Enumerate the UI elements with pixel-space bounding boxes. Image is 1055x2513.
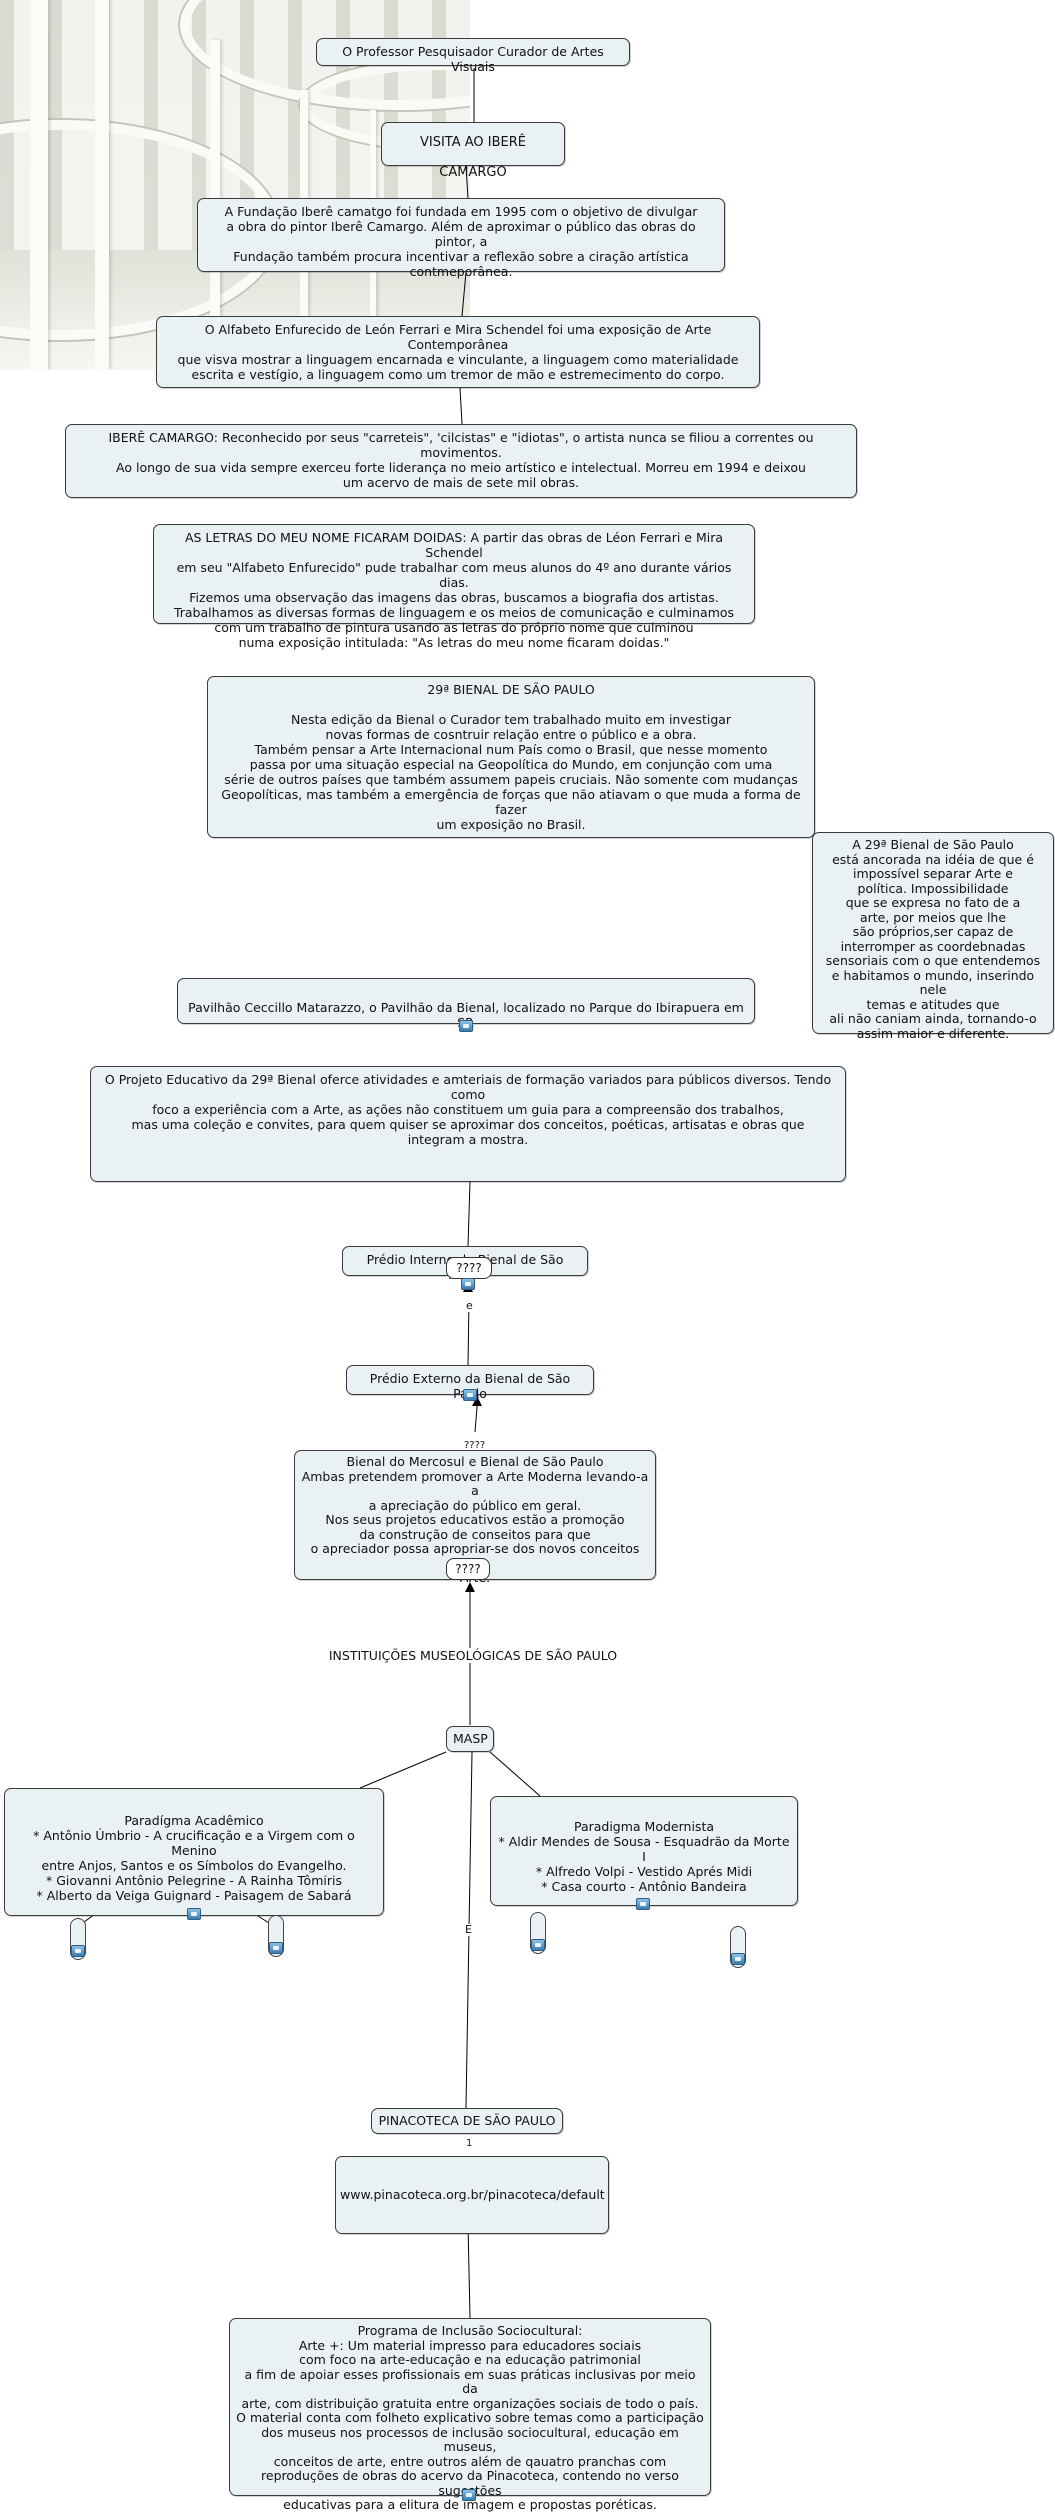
node-fundacao-ibere[interactable]: A Fundação Iberê camatgo foi fundada em … (197, 198, 725, 279)
resource-image-icon[interactable] (459, 1020, 473, 1032)
link-line (489, 1751, 541, 1797)
resource-image-icon[interactable] (462, 2489, 476, 2501)
link-line (459, 387, 463, 425)
node-bienal-29[interactable]: 29ª BIENAL DE SÃO PAULO Nesta edição da … (207, 676, 815, 838)
resource-image-icon[interactable] (636, 1898, 650, 1910)
node-masp[interactable]: MASP (446, 1726, 494, 1752)
resource-image-icon[interactable] (461, 1278, 475, 1290)
resource-pill[interactable] (70, 1918, 86, 1960)
linking-phrase-e: e (464, 1299, 475, 1312)
photo-column (30, 0, 48, 370)
linking-phrase-E: E (463, 1923, 474, 1936)
photo-column (95, 0, 109, 370)
linking-phrase-1: 1 (464, 2138, 475, 2150)
link-line (467, 1181, 471, 1247)
node-pinacoteca[interactable]: PINACOTECA DE SÃO PAULO (371, 2108, 563, 2134)
resource-image-icon[interactable] (731, 1953, 745, 1965)
node-pinacoteca-url[interactable]: www.pinacoteca.org.br/pinacoteca/default (335, 2156, 609, 2234)
node-letras-doidas[interactable]: AS LETRAS DO MEU NOME FICARAM DOIDAS: A … (153, 524, 755, 650)
linking-phrase-q1[interactable]: ???? (446, 1257, 492, 1279)
node-inclusao-sociocultural[interactable]: Programa de Inclusão Sociocultural: Arte… (229, 2318, 711, 2512)
node-alfabeto-enfurecido[interactable]: O Alfabeto Enfurecido de León Ferrari e … (156, 316, 760, 388)
resource-image-icon[interactable] (71, 1945, 85, 1957)
node-pavilhao[interactable]: Pavilhão Ceccillo Matarazzo, o Pavilhão … (177, 978, 755, 1030)
link-line (465, 165, 469, 199)
node-mercosul-sp[interactable]: Bienal do Mercosul e Bienal de São Paulo… (294, 1450, 656, 1585)
node-visita-ibere[interactable]: VISITA AO IBERÊ CAMARGO (381, 122, 565, 180)
node-professor[interactable]: O Professor Pesquisador Curador de Artes… (316, 38, 630, 74)
link-line (467, 2223, 471, 2319)
node-instituicoes[interactable]: INSTITUIÇÕES MUSEOLÓGICAS DE SÃO PAULO (320, 1648, 626, 1663)
linking-phrase-q2: ???? (462, 1440, 488, 1452)
resource-image-icon[interactable] (463, 1389, 477, 1401)
node-paradigma-modernista[interactable]: Paradigma Modernista * Aldir Mendes de S… (490, 1796, 798, 1906)
resource-image-icon[interactable] (187, 1908, 201, 1920)
link-line (461, 271, 467, 317)
arrowhead (465, 1582, 475, 1592)
node-bienal-ancorada[interactable]: A 29ª Bienal de São Paulo está ancorada … (812, 832, 1054, 1040)
node-ibere-camargo[interactable]: IBERÊ CAMARGO: Reconhecido por seus "car… (65, 424, 857, 498)
link-line (359, 1751, 447, 1789)
resource-pill[interactable] (530, 1912, 546, 1954)
node-paradigma-academico[interactable]: Paradígma Acadêmico * Antônio Úmbrio - A… (4, 1788, 384, 1916)
resource-pill[interactable] (268, 1915, 284, 1957)
resource-image-icon[interactable] (531, 1939, 545, 1951)
node-projeto-educativo[interactable]: O Projeto Educativo da 29ª Bienal oferce… (90, 1066, 846, 1182)
linking-phrase-q3[interactable]: ???? (446, 1558, 490, 1580)
resource-image-icon[interactable] (269, 1942, 283, 1954)
arrowhead (472, 1396, 482, 1406)
resource-pill[interactable] (730, 1926, 746, 1968)
